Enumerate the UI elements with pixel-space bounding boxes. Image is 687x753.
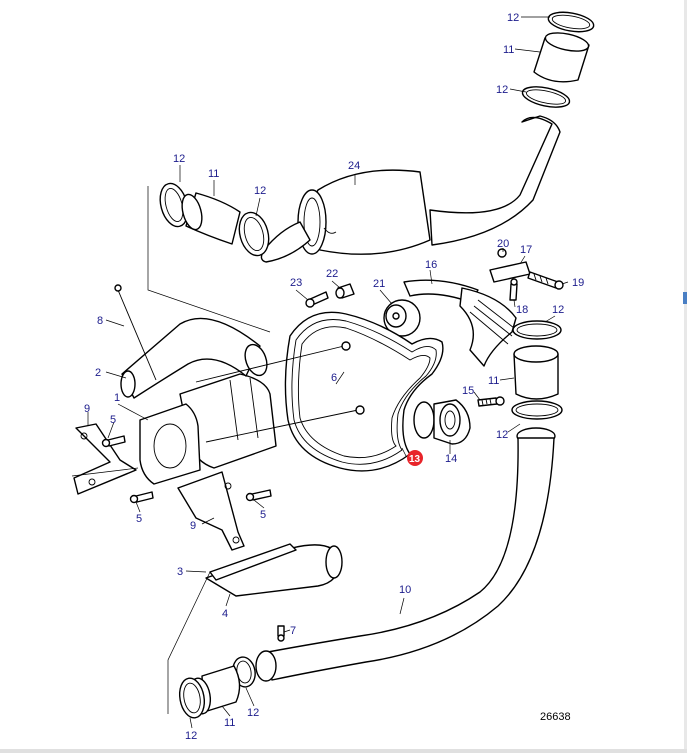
plug-7[interactable] — [277, 625, 285, 642]
leader-lines — [87, 16, 569, 729]
bolt-19[interactable] — [527, 271, 564, 290]
window-bottom-edge — [0, 749, 687, 753]
gasket-4[interactable] — [209, 543, 297, 581]
callout-18[interactable]: 18 — [516, 304, 528, 316]
callout-17[interactable]: 17 — [520, 244, 532, 256]
callout-23[interactable]: 23 — [290, 277, 302, 289]
bolt-5-right[interactable] — [245, 489, 272, 502]
tensioner-pulley-21[interactable] — [383, 299, 421, 337]
callout-15[interactable]: 15 — [462, 385, 474, 397]
lower-pipe-10[interactable] — [255, 427, 556, 682]
callout-10[interactable]: 10 — [399, 584, 411, 596]
callout-13-highlight[interactable]: 13 — [407, 450, 423, 466]
callout-12-right-lower[interactable]: 12 — [496, 429, 508, 441]
callout-12-left-b[interactable]: 12 — [254, 185, 266, 197]
outlet-elbow-3[interactable] — [205, 544, 343, 597]
callout-9-bottom[interactable]: 9 — [190, 520, 196, 532]
callout-20[interactable]: 20 — [497, 238, 509, 250]
callout-8[interactable]: 8 — [97, 315, 103, 327]
callout-19[interactable]: 19 — [572, 277, 584, 289]
spacer-22[interactable] — [335, 283, 355, 299]
callout-12-left[interactable]: 12 — [173, 153, 185, 165]
top-hose-clamp-upper[interactable] — [547, 9, 595, 35]
callout-21[interactable]: 21 — [373, 278, 385, 290]
left-hose-sleeve[interactable] — [179, 192, 241, 245]
long-bolt-6[interactable] — [195, 341, 365, 443]
callout-16[interactable]: 16 — [425, 259, 437, 271]
bolt-5-left[interactable] — [101, 435, 126, 448]
callout-11-top[interactable]: 11 — [503, 44, 514, 56]
callout-12-right[interactable]: 12 — [552, 304, 564, 316]
top-hose-clamp-lower[interactable] — [521, 83, 572, 111]
callout-9-top[interactable]: 9 — [84, 403, 90, 415]
callout-5-bottom[interactable]: 5 — [136, 513, 142, 525]
callout-12-top-lower[interactable]: 12 — [496, 84, 508, 96]
callout-2[interactable]: 2 — [95, 367, 101, 379]
right-hose-clamp-upper[interactable] — [512, 320, 562, 340]
bracket-9-lower[interactable] — [177, 471, 245, 551]
bottom-hose-clamp-b[interactable] — [177, 676, 208, 720]
bracket-9-upper[interactable] — [73, 423, 137, 495]
right-hose-clamp-lower[interactable] — [511, 400, 563, 420]
scrollbar-marker[interactable] — [683, 292, 687, 304]
callout-12-top[interactable]: 12 — [507, 12, 519, 24]
callout-5-left[interactable]: 5 — [110, 414, 116, 426]
bolt-5-bottom[interactable] — [129, 491, 154, 504]
bolt-18[interactable] — [509, 278, 518, 301]
assembly-boundary-lines — [71, 186, 271, 714]
callout-4[interactable]: 4 — [222, 608, 228, 620]
drive-belt-13[interactable] — [284, 311, 444, 472]
callout-13: 13 — [409, 454, 421, 465]
callout-11-right[interactable]: 11 — [488, 375, 499, 387]
idler-assembly-14[interactable] — [413, 399, 471, 445]
callout-24[interactable]: 24 — [348, 160, 360, 172]
left-hose-clamp-b[interactable] — [235, 209, 273, 259]
callout-12-bottom[interactable]: 12 — [247, 707, 259, 719]
callout-labels: 12 11 12 24 12 11 12 20 17 16 19 23 22 2… — [84, 12, 584, 742]
callout-11-left[interactable]: 11 — [208, 168, 219, 180]
bracket-16[interactable] — [403, 279, 517, 367]
stud-8[interactable] — [114, 284, 157, 381]
callout-5-right[interactable]: 5 — [260, 509, 266, 521]
callout-6[interactable]: 6 — [331, 372, 337, 384]
callout-7[interactable]: 7 — [290, 625, 296, 637]
callout-12-bottom-b[interactable]: 12 — [185, 730, 197, 742]
top-hose-sleeve[interactable] — [533, 30, 590, 83]
callout-3[interactable]: 3 — [177, 566, 183, 578]
callout-1[interactable]: 1 — [114, 392, 120, 404]
window-right-edge — [684, 0, 687, 753]
callout-14[interactable]: 14 — [445, 453, 457, 465]
bolt-15[interactable] — [477, 396, 505, 407]
right-hose-sleeve[interactable] — [513, 345, 559, 400]
inlet-elbow-2[interactable] — [120, 317, 271, 399]
callout-11-bottom[interactable]: 11 — [224, 717, 235, 729]
drawing-number: 26638 — [540, 711, 571, 723]
pump-body-1[interactable] — [139, 373, 277, 485]
bolt-23[interactable] — [305, 291, 329, 308]
muffler-pipe-24[interactable] — [260, 115, 561, 263]
callout-22[interactable]: 22 — [326, 268, 338, 280]
